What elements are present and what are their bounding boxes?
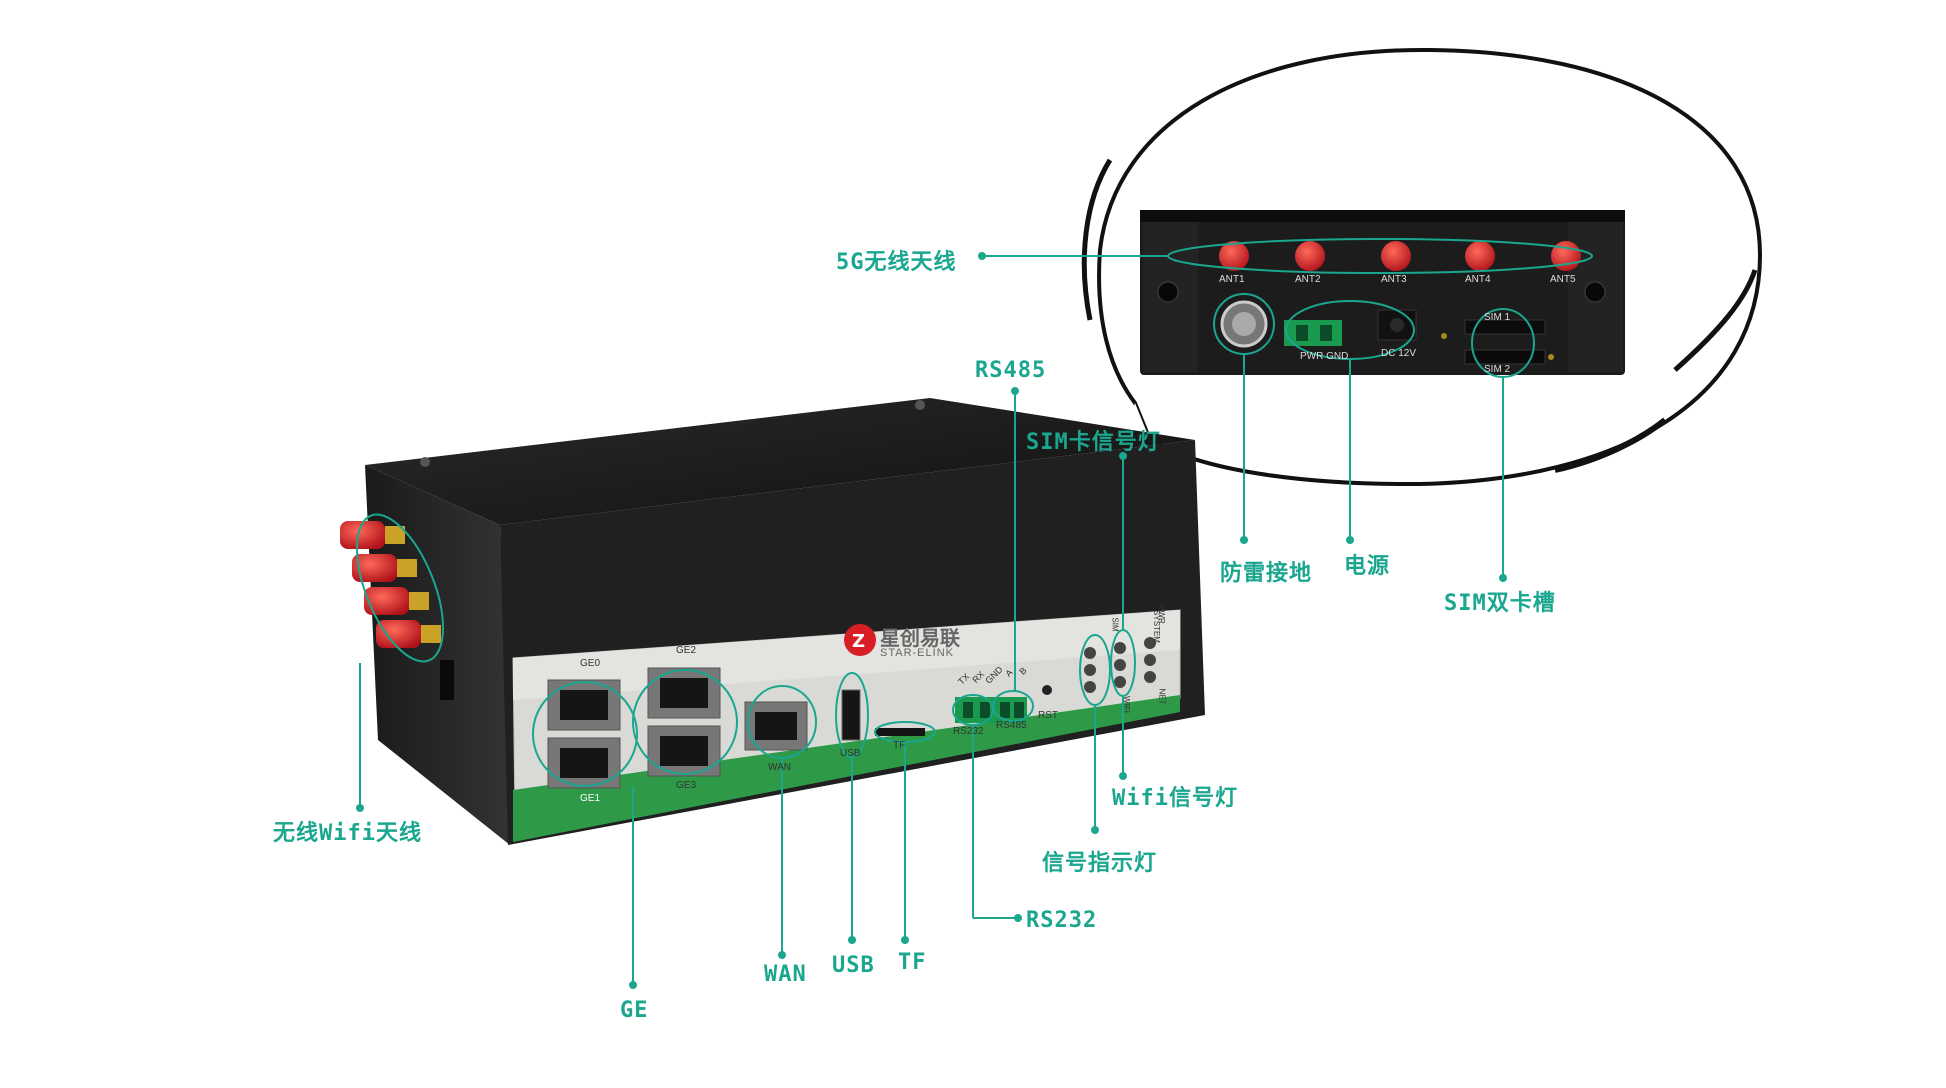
ge1-label: GE1 bbox=[580, 793, 601, 804]
callout-power: 电源 bbox=[1344, 554, 1391, 579]
ge3-label: GE3 bbox=[676, 780, 697, 791]
ge-ports bbox=[532, 667, 738, 789]
callout-rs232: RS232 bbox=[1026, 908, 1098, 933]
rear-antenna-4 bbox=[1465, 241, 1495, 271]
led-net-label: NET bbox=[1157, 688, 1167, 705]
callout-ge: GE bbox=[620, 998, 649, 1023]
wan-port-label: WAN bbox=[768, 762, 791, 773]
ground-screw-icon bbox=[1213, 293, 1275, 355]
callout-lightning-ground: 防雷接地 bbox=[1220, 561, 1313, 586]
leader-lines bbox=[359, 255, 1504, 985]
callout-signal-indicator: 信号指示灯 bbox=[1042, 851, 1158, 876]
rs485-port-label: RS485 bbox=[996, 720, 1027, 731]
callout-usb: USB bbox=[832, 953, 875, 978]
ge2-label: GE2 bbox=[676, 645, 697, 656]
antenna-label-3: ANT3 bbox=[1381, 274, 1407, 285]
antenna-label-4: ANT4 bbox=[1465, 274, 1491, 285]
sim-slot-group bbox=[1464, 308, 1554, 378]
brand-name-en: STAR-ELINK bbox=[880, 647, 954, 659]
led-pwr-label: PWR bbox=[1156, 605, 1166, 624]
antenna-label-1: ANT1 bbox=[1219, 274, 1245, 285]
led-group bbox=[1079, 629, 1156, 706]
callout-wifi-signal-light: Wifi信号灯 bbox=[1112, 786, 1238, 811]
rear-antenna-group bbox=[1219, 241, 1581, 271]
dc-label: DC 12V bbox=[1381, 348, 1417, 359]
rear-antenna-3 bbox=[1381, 241, 1411, 271]
callout-dual-sim-slot: SIM双卡槽 bbox=[1444, 591, 1556, 616]
tf-port-label: TF bbox=[893, 740, 906, 751]
brand-name-cn: 星创易联 bbox=[880, 626, 960, 650]
power-terminal bbox=[1284, 300, 1447, 360]
svg-text:Z: Z bbox=[852, 631, 865, 652]
zoom-bubble bbox=[1081, 47, 1763, 487]
callout-antenna-5g: 5G无线天线 bbox=[836, 250, 957, 275]
ge0-label: GE0 bbox=[580, 658, 601, 669]
side-wifi-antennas bbox=[340, 513, 454, 700]
led-sim-label: SIM bbox=[1110, 617, 1120, 632]
callout-wan: WAN bbox=[764, 962, 807, 987]
sim2-label: SIM 2 bbox=[1484, 364, 1511, 375]
callout-sim-signal-light: SIM卡信号灯 bbox=[1026, 430, 1161, 455]
rear-antenna-2 bbox=[1295, 241, 1325, 271]
pwr-gnd-label: PWR GND bbox=[1300, 351, 1349, 362]
antenna-label-2: ANT2 bbox=[1295, 274, 1321, 285]
antenna-label-5: ANT5 bbox=[1550, 274, 1576, 285]
brand-logo: Z bbox=[844, 624, 876, 656]
sim1-label: SIM 1 bbox=[1484, 312, 1511, 323]
router-body bbox=[365, 398, 1205, 845]
rear-antenna-1 bbox=[1219, 241, 1249, 271]
callout-wifi-antenna: 无线Wifi天线 bbox=[273, 821, 422, 846]
rs232-port-label: RS232 bbox=[953, 726, 984, 737]
leader-dots bbox=[356, 252, 1507, 989]
callout-rs485: RS485 bbox=[975, 358, 1047, 383]
wan-port bbox=[744, 685, 817, 759]
usb-port-label: USB bbox=[840, 748, 861, 759]
rst-label: RST bbox=[1038, 710, 1058, 721]
callout-tf: TF bbox=[898, 950, 927, 975]
serial-terminal bbox=[952, 685, 1052, 726]
led-wifi-label: WIFI bbox=[1121, 696, 1131, 713]
